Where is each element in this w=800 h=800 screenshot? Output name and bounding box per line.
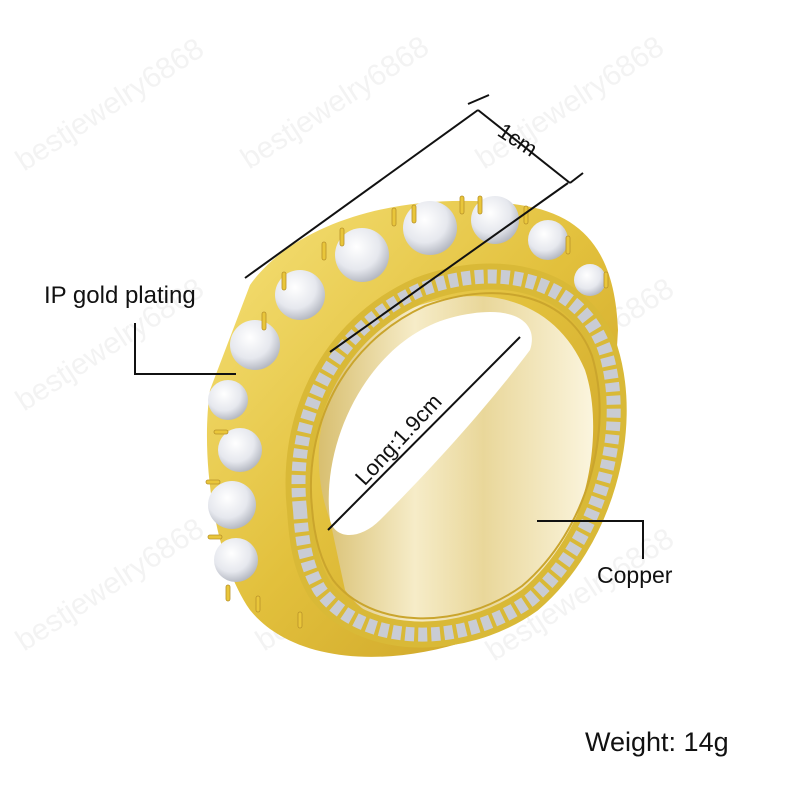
plating-label: IP gold plating: [44, 282, 196, 309]
large-stone-row: [208, 196, 606, 582]
weight-label: Weight: 14g: [585, 727, 729, 757]
dimension-line-bottom: [329, 182, 569, 353]
length-line: [327, 336, 521, 531]
material-label: Copper: [597, 562, 673, 588]
pave-band: [285, 263, 627, 648]
plating-leader-line: [134, 323, 236, 375]
dimension-bracket: [477, 109, 571, 184]
dimension-line-top: [244, 109, 479, 279]
copper-leader-line: [537, 520, 644, 559]
prongs: [205, 195, 609, 629]
annotation-lines: [134, 94, 644, 559]
